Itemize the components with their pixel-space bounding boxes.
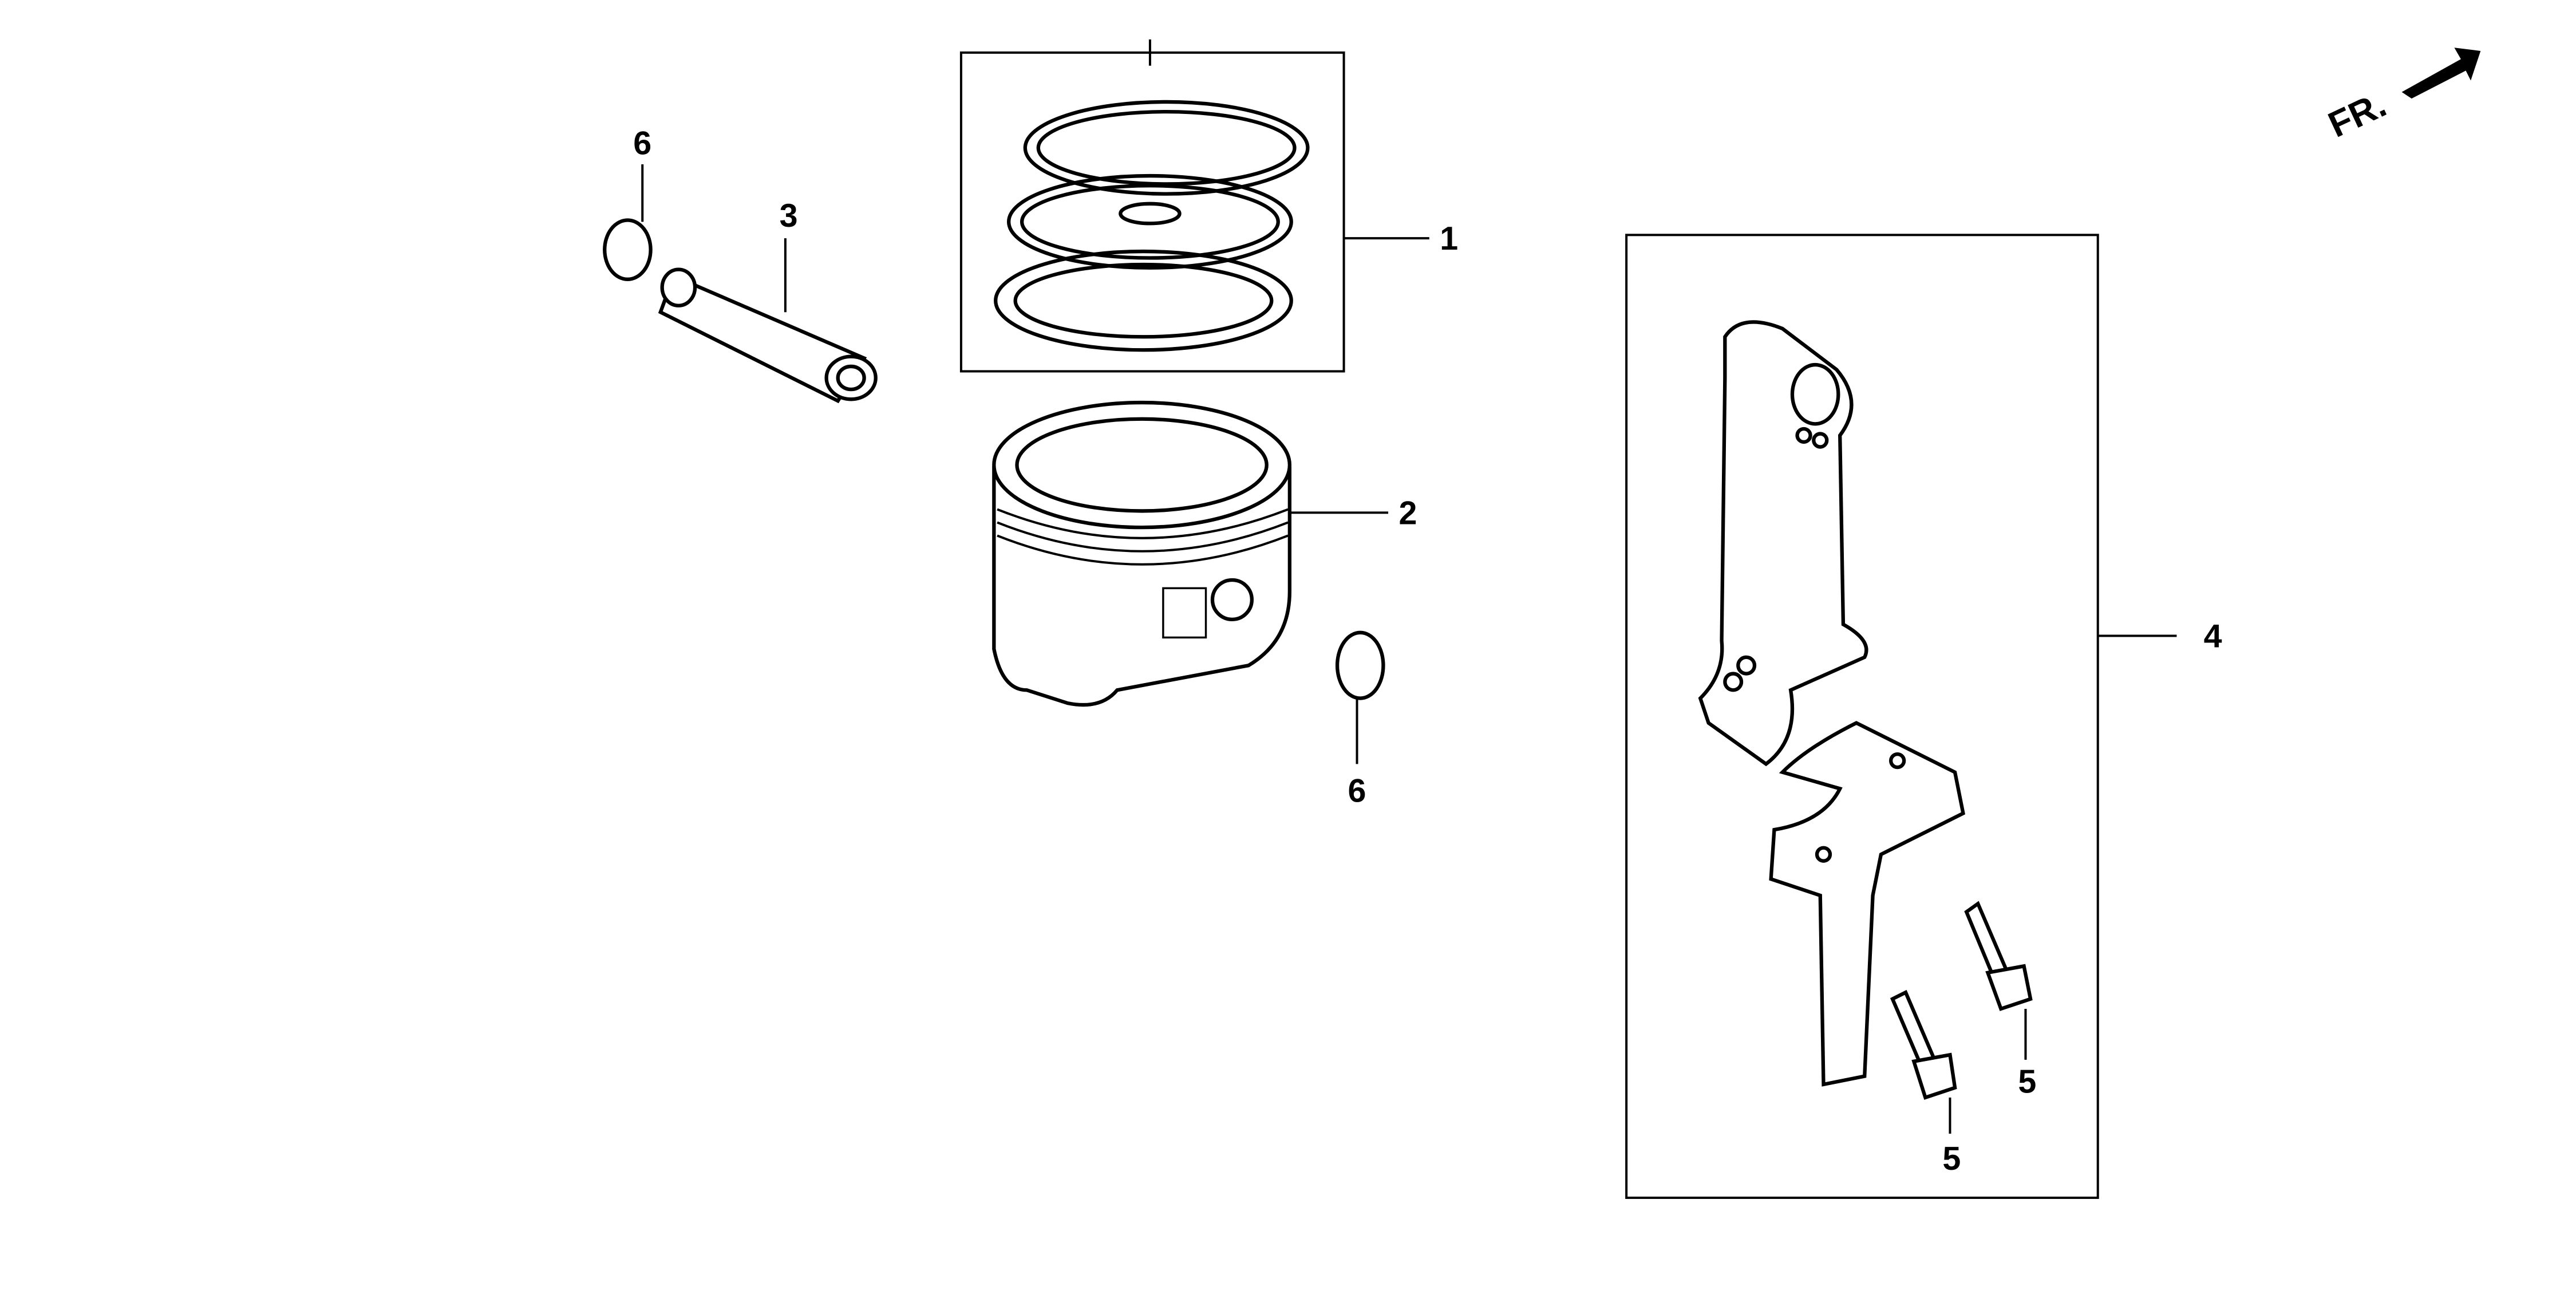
- callout-1: 1: [1440, 220, 1458, 257]
- callout-3: 3: [780, 198, 798, 234]
- connecting-rod-set: [1625, 234, 2177, 1199]
- piston-pin: [658, 238, 878, 404]
- piston-pin-clip-2: [1335, 630, 1385, 764]
- connecting-rod-bolt-1: [1964, 901, 2033, 1060]
- callout-2: 2: [1399, 495, 1417, 531]
- front-direction-indicator: FR.: [2322, 48, 2481, 145]
- arrow-front-icon: [2401, 48, 2481, 99]
- front-label: FR.: [2322, 84, 2392, 145]
- piston-pin-clip-1: [603, 164, 653, 281]
- callout-6-bottom: 6: [1348, 772, 1366, 809]
- callout-5-right: 5: [2018, 1063, 2036, 1100]
- connecting-rod-bolt-2: [1890, 989, 1957, 1134]
- piston: [992, 400, 1389, 707]
- callout-6-top: 6: [633, 125, 651, 162]
- callout-4: 4: [2204, 618, 2222, 655]
- callout-5-bottom: 5: [1942, 1141, 1961, 1177]
- piston-ring-set: [959, 39, 1429, 373]
